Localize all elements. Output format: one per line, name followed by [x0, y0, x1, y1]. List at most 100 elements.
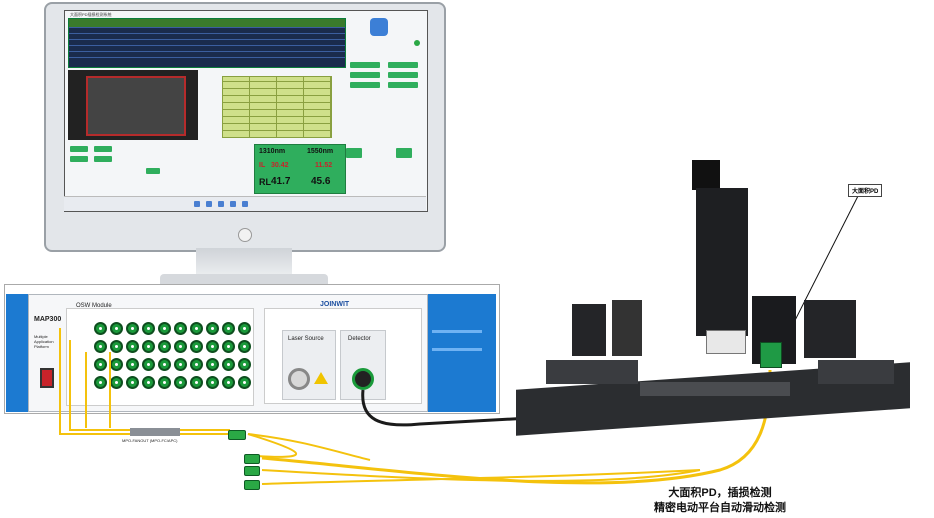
optical-port[interactable] — [94, 358, 107, 371]
fiber-to-pd — [261, 369, 772, 485]
app-logo-icon — [370, 18, 388, 36]
optical-port[interactable] — [222, 340, 235, 353]
app-icon[interactable] — [206, 201, 212, 207]
fiber-yellow — [69, 340, 230, 431]
side-label: Multiple Application Platform — [34, 334, 54, 349]
app-icon[interactable] — [218, 201, 224, 207]
optical-port[interactable] — [126, 376, 139, 389]
caption-line-2: 精密电动平台自动滑动检测 — [654, 502, 786, 514]
detector-port[interactable] — [352, 368, 374, 390]
optical-port[interactable] — [238, 340, 251, 353]
stage-block-right — [818, 360, 894, 384]
meas-il-b: 11.52 — [315, 162, 333, 169]
vent-slot — [432, 348, 482, 351]
screen-button[interactable] — [94, 156, 112, 162]
fc-connector[interactable] — [244, 454, 260, 464]
screen-button[interactable] — [350, 62, 380, 68]
optical-port[interactable] — [142, 376, 155, 389]
optical-port[interactable] — [222, 376, 235, 389]
optical-port[interactable] — [174, 358, 187, 371]
power-button-icon[interactable] — [238, 228, 252, 242]
screen-button[interactable] — [346, 148, 362, 158]
optical-port[interactable] — [158, 376, 171, 389]
meas-label-1310: 1310nm — [259, 148, 286, 155]
screen-button[interactable] — [350, 82, 380, 88]
fiber-yellow — [247, 433, 298, 458]
optical-port[interactable] — [110, 340, 123, 353]
optical-port[interactable] — [94, 322, 107, 335]
optical-port[interactable] — [222, 358, 235, 371]
taskbar — [64, 196, 426, 211]
optical-port[interactable] — [190, 358, 203, 371]
optical-port[interactable] — [206, 322, 219, 335]
optical-port[interactable] — [126, 358, 139, 371]
power-switch-icon[interactable] — [40, 368, 54, 388]
brand-logo: JOINWIT — [320, 301, 350, 308]
optical-port[interactable] — [158, 322, 171, 335]
screen-button[interactable] — [146, 168, 160, 174]
optical-port[interactable] — [190, 340, 203, 353]
data-grid — [68, 18, 346, 68]
fc-connector[interactable] — [244, 480, 260, 490]
optical-port[interactable] — [238, 376, 251, 389]
module-label: OSW Module — [76, 303, 112, 309]
model-label: MAP300 — [34, 316, 62, 323]
screen-button[interactable] — [94, 146, 112, 152]
optical-port[interactable] — [126, 340, 139, 353]
monitor-stand-neck — [196, 248, 292, 278]
laser-port[interactable] — [288, 368, 310, 390]
fanout-label: MPO-FANOUT (MPO-FC/APC) — [122, 438, 178, 443]
screen-button[interactable] — [396, 148, 412, 158]
alignment-stage-left-2 — [612, 300, 642, 356]
optical-port[interactable] — [94, 376, 107, 389]
optical-port[interactable] — [110, 322, 123, 335]
measurement-panel: 1310nm 1550nm IL 30.42 11.52 RL 41.7 45.… — [254, 144, 346, 194]
camera-view — [68, 70, 198, 140]
optical-port[interactable] — [142, 322, 155, 335]
pd-callout-label: 大面积PD — [848, 184, 883, 197]
optical-port[interactable] — [206, 376, 219, 389]
optical-port[interactable] — [142, 340, 155, 353]
start-icon[interactable] — [194, 201, 200, 207]
fiber-yellow — [247, 433, 371, 461]
screen-button[interactable] — [388, 82, 418, 88]
optical-port[interactable] — [174, 376, 187, 389]
camera-mount — [692, 160, 720, 190]
optical-port[interactable] — [158, 358, 171, 371]
optical-port[interactable] — [238, 322, 251, 335]
mpo-connector[interactable] — [228, 430, 246, 440]
fc-connector[interactable] — [244, 466, 260, 476]
camera-roi — [86, 76, 186, 136]
fiber-yellow — [261, 469, 701, 482]
screen-button[interactable] — [388, 72, 418, 78]
large-area-pd — [760, 342, 782, 368]
fiber-yellow — [261, 469, 701, 485]
screen-button[interactable] — [388, 62, 418, 68]
optical-port[interactable] — [190, 322, 203, 335]
meas-rl-label: RL — [259, 177, 271, 187]
meas-il-a: 30.42 — [271, 162, 289, 169]
screen-button[interactable] — [350, 72, 380, 78]
screen-button[interactable] — [70, 156, 88, 162]
optical-port[interactable] — [190, 376, 203, 389]
optical-port[interactable] — [142, 358, 155, 371]
meas-rl-a: 41.7 — [271, 176, 291, 187]
vertical-column — [696, 188, 748, 336]
app-icon[interactable] — [242, 201, 248, 207]
optical-port[interactable] — [158, 340, 171, 353]
optical-port[interactable] — [94, 340, 107, 353]
optical-port[interactable] — [174, 340, 187, 353]
optical-port[interactable] — [126, 322, 139, 335]
app-icon[interactable] — [230, 201, 236, 207]
alignment-stage-left — [572, 304, 606, 356]
fanout-body — [130, 428, 180, 436]
column-window — [706, 330, 746, 354]
optical-port[interactable] — [206, 358, 219, 371]
laser-source-label: Laser Source — [288, 336, 324, 342]
screen-button[interactable] — [70, 146, 88, 152]
optical-port[interactable] — [174, 322, 187, 335]
optical-port[interactable] — [238, 358, 251, 371]
optical-port[interactable] — [206, 340, 219, 353]
optical-port[interactable] — [222, 322, 235, 335]
